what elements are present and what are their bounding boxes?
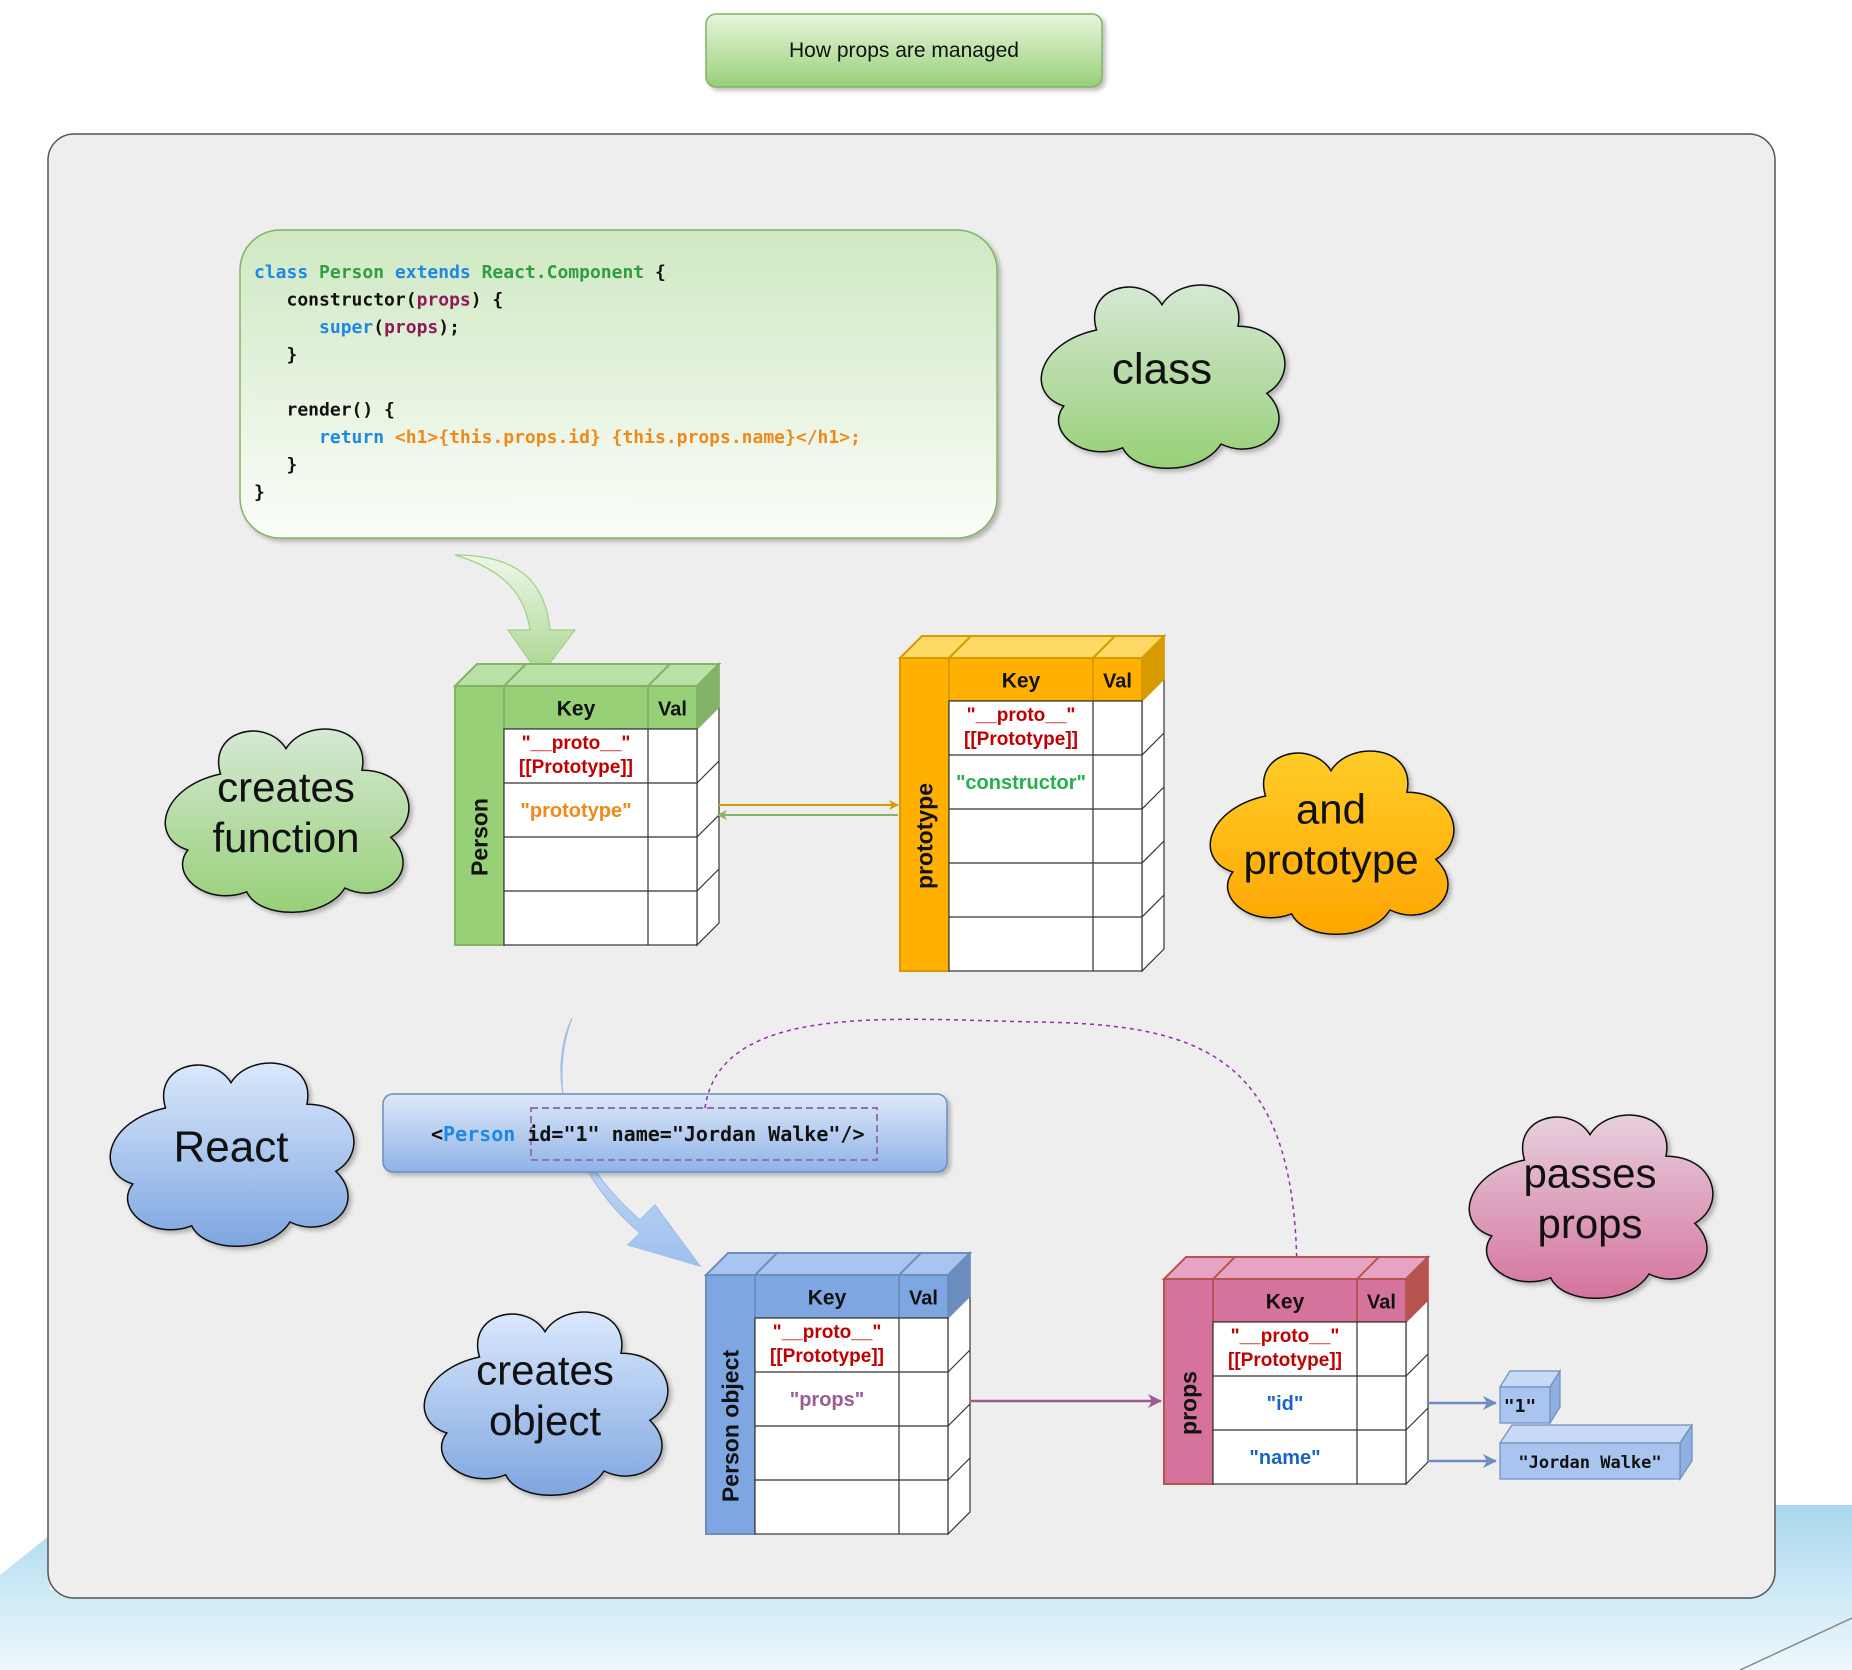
floor-plane <box>0 1505 1852 1670</box>
table-props-key-header: Key <box>1266 1291 1305 1314</box>
code-line: render() { <box>254 400 395 421</box>
table-prototype: Key Val "__proto__" [[Prototype]] "construct… <box>897 634 1167 973</box>
table-person: Key Val "__proto__" [[Prototype]] "prototype… <box>452 662 722 947</box>
table-person-label: Person <box>467 798 493 876</box>
table-props-label: props <box>1176 1371 1202 1435</box>
code-token: ); <box>438 317 460 338</box>
table-props-val-header: Val <box>1367 1292 1396 1314</box>
code-block: class Person extends React.Component { c… <box>254 262 861 503</box>
curved-arrow-function-to-object <box>560 1017 702 1268</box>
code-token: ( <box>373 317 384 338</box>
cloud-and-prototype-text: prototype <box>1243 836 1418 883</box>
table-props-row-key: "id" <box>1267 1393 1304 1415</box>
code-line: super(props); <box>254 317 460 338</box>
table-prototype-row-key: [[Prototype]] <box>964 729 1078 750</box>
cloud-class-text: class <box>1112 344 1212 393</box>
jsx-element-text: <Person id="1" name="Jordan Walke"/> <box>431 1122 865 1146</box>
value-box-id: "1" <box>1498 1368 1562 1426</box>
cloud-passes-props-text: passes <box>1523 1150 1656 1197</box>
cloud-creates-function-text: creates <box>217 764 355 811</box>
cloud-creates-object-text: creates <box>476 1347 614 1394</box>
floor-edge <box>1739 1617 1852 1670</box>
jsx-attrs-highlight <box>530 1107 878 1161</box>
curved-arrow-class-to-function <box>454 554 577 678</box>
table-person-key-header: Key <box>557 698 596 721</box>
code-line: } <box>254 455 297 476</box>
clouds-layer: classcreatesfunctionandprototypeReactpas… <box>109 284 1714 1496</box>
table-prototype-row-key: "constructor" <box>956 772 1086 794</box>
table-person-object-label: Person object <box>718 1350 744 1502</box>
table-person-val-header: Val <box>658 699 687 721</box>
code-line: } <box>254 345 297 366</box>
code-token: { <box>655 262 666 283</box>
code-token: } <box>254 345 297 366</box>
code-token: constructor( <box>254 290 417 311</box>
cloud-creates-function-text: function <box>212 814 359 861</box>
table-person-row-key: "prototype" <box>520 800 631 822</box>
table-prototype-row-key: "__proto__" <box>967 705 1076 726</box>
table-person-object-key-header: Key <box>808 1287 847 1310</box>
cloud-creates-object-text: object <box>489 1397 601 1444</box>
table-props: Key Val "__proto__" [[Prototype]] "id" "name"… <box>1161 1255 1431 1486</box>
cloud-react: React <box>109 1062 355 1247</box>
cloud-class: class <box>1040 284 1286 469</box>
code-token: props <box>384 317 438 338</box>
code-token: super <box>319 317 373 338</box>
code-token: } <box>254 455 297 476</box>
code-token: return <box>319 427 395 448</box>
table-person-object: Key Val "__proto__" [[Prototype]] "props" Per… <box>703 1251 973 1536</box>
cloud-and-prototype-text: and <box>1296 786 1366 833</box>
code-line: constructor(props) { <box>254 290 503 311</box>
table-person-object-val-header: Val <box>909 1288 938 1310</box>
code-token: Person <box>319 262 395 283</box>
code-token: } <box>254 482 265 503</box>
cloud-passes-props-text: props <box>1537 1200 1642 1247</box>
code-box <box>239 229 998 539</box>
code-token: class <box>254 262 319 283</box>
table-person-row-key: [[Prototype]] <box>519 757 633 778</box>
cloud-react-text: React <box>174 1122 289 1171</box>
table-person-object-row-key: "props" <box>790 1389 865 1411</box>
table-person-object-row-key: "__proto__" <box>773 1322 882 1343</box>
code-token: React.Component <box>482 262 655 283</box>
code-token: extends <box>395 262 482 283</box>
code-token <box>254 427 319 448</box>
value-id-text: "1" <box>1504 1396 1537 1417</box>
diagram-title: How props are managed <box>789 39 1019 62</box>
table-prototype-label: prototype <box>912 783 938 889</box>
table-props-row-key: [[Prototype]] <box>1228 1350 1342 1371</box>
table-prototype-key-header: Key <box>1002 670 1041 693</box>
code-token: ) { <box>471 290 504 311</box>
value-name-text: "Jordan Walke" <box>1518 1453 1661 1473</box>
dotted-arrow-attrs-to-props <box>704 1018 1303 1284</box>
table-person-object-row-key: [[Prototype]] <box>770 1346 884 1367</box>
code-token: props <box>417 290 471 311</box>
value-box-name: "Jordan Walke" <box>1498 1423 1694 1481</box>
table-prototype-val-header: Val <box>1103 671 1132 693</box>
code-token: <h1>{this.props.id} {this.props.name}</h… <box>395 427 861 448</box>
code-token <box>254 317 319 338</box>
code-line: return <h1>{this.props.id} {this.props.n… <box>254 427 861 448</box>
code-line: class Person extends React.Component { <box>254 262 666 283</box>
jsx-box <box>382 1093 948 1173</box>
table-props-row-key: "__proto__" <box>1231 1326 1340 1347</box>
table-person-row-key: "__proto__" <box>522 733 631 754</box>
title-box <box>705 13 1103 88</box>
code-token: render() { <box>254 400 395 421</box>
code-line: } <box>254 482 265 503</box>
table-props-row-key: "name" <box>1249 1447 1320 1469</box>
